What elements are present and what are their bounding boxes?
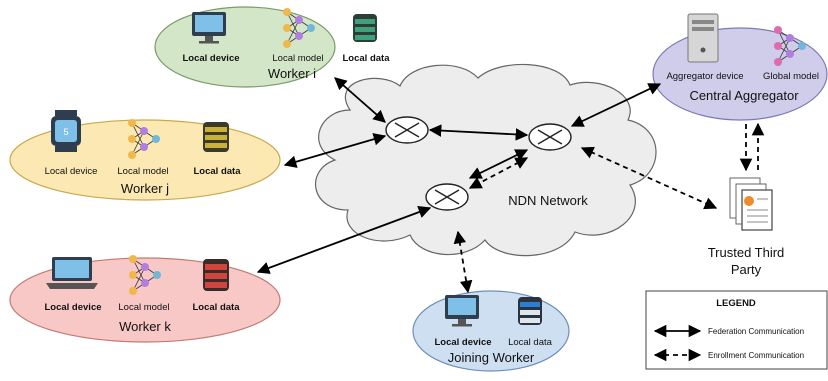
enrollment-links (453, 122, 765, 294)
router-icon (385, 116, 429, 144)
enrollment-link (468, 157, 529, 189)
neural-network-icon (129, 255, 161, 295)
database-icon (203, 122, 229, 152)
aggregator-device-label: Aggregator device (666, 71, 743, 82)
router-icon (425, 183, 469, 211)
third-party-line2: Party (731, 262, 762, 277)
server-icon (687, 13, 719, 63)
worker-k-name: Worker k (119, 319, 171, 334)
database-icon (518, 297, 542, 325)
neural-network-icon (774, 26, 806, 66)
worker-i-data-label: Local data (343, 53, 391, 64)
federation-link (570, 83, 662, 127)
worker-k-data-label: Local data (193, 302, 241, 313)
joining-worker-data-label: Local data (508, 337, 553, 348)
ndn-network-label: NDN Network (508, 193, 588, 208)
joining-worker-device-label: Local device (434, 337, 491, 348)
legend-title: LEGEND (716, 298, 756, 309)
desktop-icon (192, 12, 226, 44)
federation-link (283, 133, 387, 168)
legend: LEGEND Federation Communication Enrollme… (645, 290, 828, 370)
smartwatch-icon: 5 (51, 110, 81, 152)
certificate-icon (729, 177, 773, 231)
worker-j-name: Worker j (121, 181, 169, 196)
worker-k-device-label: Local device (44, 302, 101, 313)
aggregator-model-label: Global model (763, 71, 819, 82)
worker-j-data-label: Local data (194, 166, 242, 177)
neural-network-icon (283, 8, 315, 48)
worker-j-model-label: Local model (117, 166, 168, 177)
joining-worker-name: Joining Worker (448, 350, 535, 365)
worker-j-device-label: Local device (45, 166, 98, 177)
legend-federation-label: Federation Communication (708, 327, 804, 336)
worker-i-device-label: Local device (182, 53, 239, 64)
legend-enrollment-label: Enrollment Communication (708, 351, 804, 360)
ndn-network-cloud (314, 63, 657, 257)
aggregator-name: Central Aggregator (689, 88, 799, 103)
neural-network-icon (128, 119, 160, 159)
worker-k-model-label: Local model (118, 302, 169, 313)
worker-i-name: Worker i (268, 66, 316, 81)
third-party-line1: Trusted Third (708, 245, 785, 260)
desktop-icon (445, 295, 479, 327)
federation-link (428, 124, 529, 141)
federation-link (256, 206, 432, 274)
enrollment-link (453, 230, 473, 294)
database-icon (353, 14, 377, 42)
worker-i-model-label: Local model (272, 53, 323, 64)
svg-text:5: 5 (63, 127, 68, 137)
federation-link (334, 77, 386, 123)
database-icon (203, 259, 229, 291)
laptop-icon (46, 257, 98, 289)
enrollment-link (580, 146, 718, 210)
router-icon (528, 123, 572, 151)
